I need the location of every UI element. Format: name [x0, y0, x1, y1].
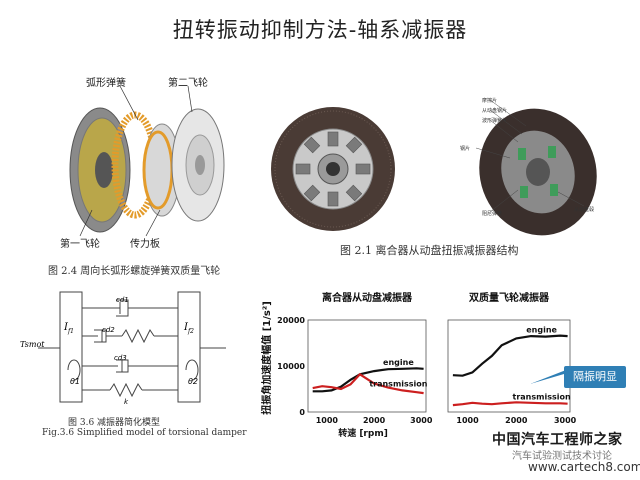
- clutch-exploded-image: [475, 99, 597, 236]
- watermark-logo-text: 中国汽车工程师之家: [492, 432, 623, 448]
- tsmot-label: Tsmot: [20, 340, 45, 349]
- part-label: 摩擦片: [482, 98, 498, 104]
- y-tick-label: 0: [299, 408, 305, 417]
- x-axis-label: 转速 [rpm]: [338, 427, 388, 438]
- damper-model-diagram: [38, 291, 226, 403]
- series-line-transmission: [312, 372, 424, 395]
- x-tick-label: 1000: [316, 416, 339, 425]
- arc-spring-label: 弧形弹簧: [86, 78, 126, 89]
- flywheel1-image: [69, 107, 131, 233]
- transfer-plate-label: 传力板: [130, 239, 160, 250]
- plot-frame: [307, 319, 427, 413]
- cd1-label: cd1: [116, 296, 129, 304]
- x-tick-label: 3000: [410, 416, 433, 425]
- clutch-disc-image: [271, 107, 395, 231]
- dmf-illustration: [69, 85, 225, 237]
- jf1-symbol: I: [64, 322, 68, 333]
- k-label: k: [124, 398, 129, 406]
- series-line-engine: [452, 334, 568, 377]
- clutch-caption: 图 2.1 离合器从动盘扭振减振器结构: [340, 244, 519, 257]
- x-tick-label: 2000: [363, 416, 386, 425]
- part-label: 波形弹簧片: [482, 118, 508, 124]
- jf1-sub: f1: [67, 328, 74, 335]
- chart-title: 离合器从动盘减振器: [322, 291, 413, 304]
- transfer-plate-image: [142, 123, 181, 217]
- theta1-label: θ1: [70, 377, 80, 386]
- y-axis-label: 扭振角加速度幅值 [1/s²]: [260, 301, 273, 415]
- theta2-label: θ2: [188, 377, 198, 386]
- flywheel1-label: 第一飞轮: [60, 239, 100, 250]
- jf1-label: If1: [64, 322, 74, 335]
- series-label-engine: engine: [526, 326, 557, 335]
- flywheel2-image: [171, 108, 225, 222]
- dmf-caption: 图 2.4 周向长弧形螺旋弹簧双质量飞轮: [48, 266, 221, 277]
- series-label-transmission: transmission: [369, 379, 427, 388]
- series-label-engine: engine: [383, 358, 414, 367]
- series-line-transmission: [452, 401, 568, 407]
- chart-title: 双质量飞轮减振器: [469, 291, 550, 304]
- jf2-symbol: I: [184, 322, 188, 333]
- clutch-part-labels: 摩擦片 从动盘钢片 波形弹簧片: [482, 96, 507, 126]
- model-caption-en: Fig.3.6 Simplified model of torsional da…: [42, 428, 247, 438]
- flywheel2-label: 第二飞轮: [168, 78, 208, 89]
- callout-box: 隔振明显: [564, 366, 626, 388]
- cd3-label: cd3: [114, 354, 127, 362]
- x-tick-label: 1000: [456, 416, 479, 425]
- watermark-url: www.cartech8.com: [528, 460, 640, 474]
- watermark-sub: 汽车试验测试技术讨论: [512, 451, 612, 462]
- series-label-transmission: transmission: [513, 392, 571, 401]
- charts-area: 扭振角加速度幅值 [1/s²] 离合器从动盘减振器 1000 2000 3000 0 100…: [260, 291, 577, 438]
- x-tick-label: 2000: [505, 416, 528, 425]
- part-label: 从动盘毂: [574, 207, 595, 213]
- model-caption-cn: 图 3.6 减振器简化模型: [68, 418, 161, 428]
- page-title: 扭转振动抑制方法-轴系减振器: [172, 18, 468, 42]
- callout-arrow: [530, 370, 570, 384]
- cd2-label: cd2: [102, 326, 115, 334]
- y-tick-label: 20000: [277, 316, 305, 325]
- part-label: 阻尼弹簧: [482, 211, 503, 217]
- x-tick-label: 3000: [554, 416, 577, 425]
- y-tick-label: 10000: [277, 362, 305, 371]
- jf2-label: If2: [184, 322, 194, 335]
- part-label: 钢片: [460, 146, 471, 152]
- jf2-sub: f2: [187, 328, 194, 335]
- part-label: 从动盘钢片: [482, 108, 508, 114]
